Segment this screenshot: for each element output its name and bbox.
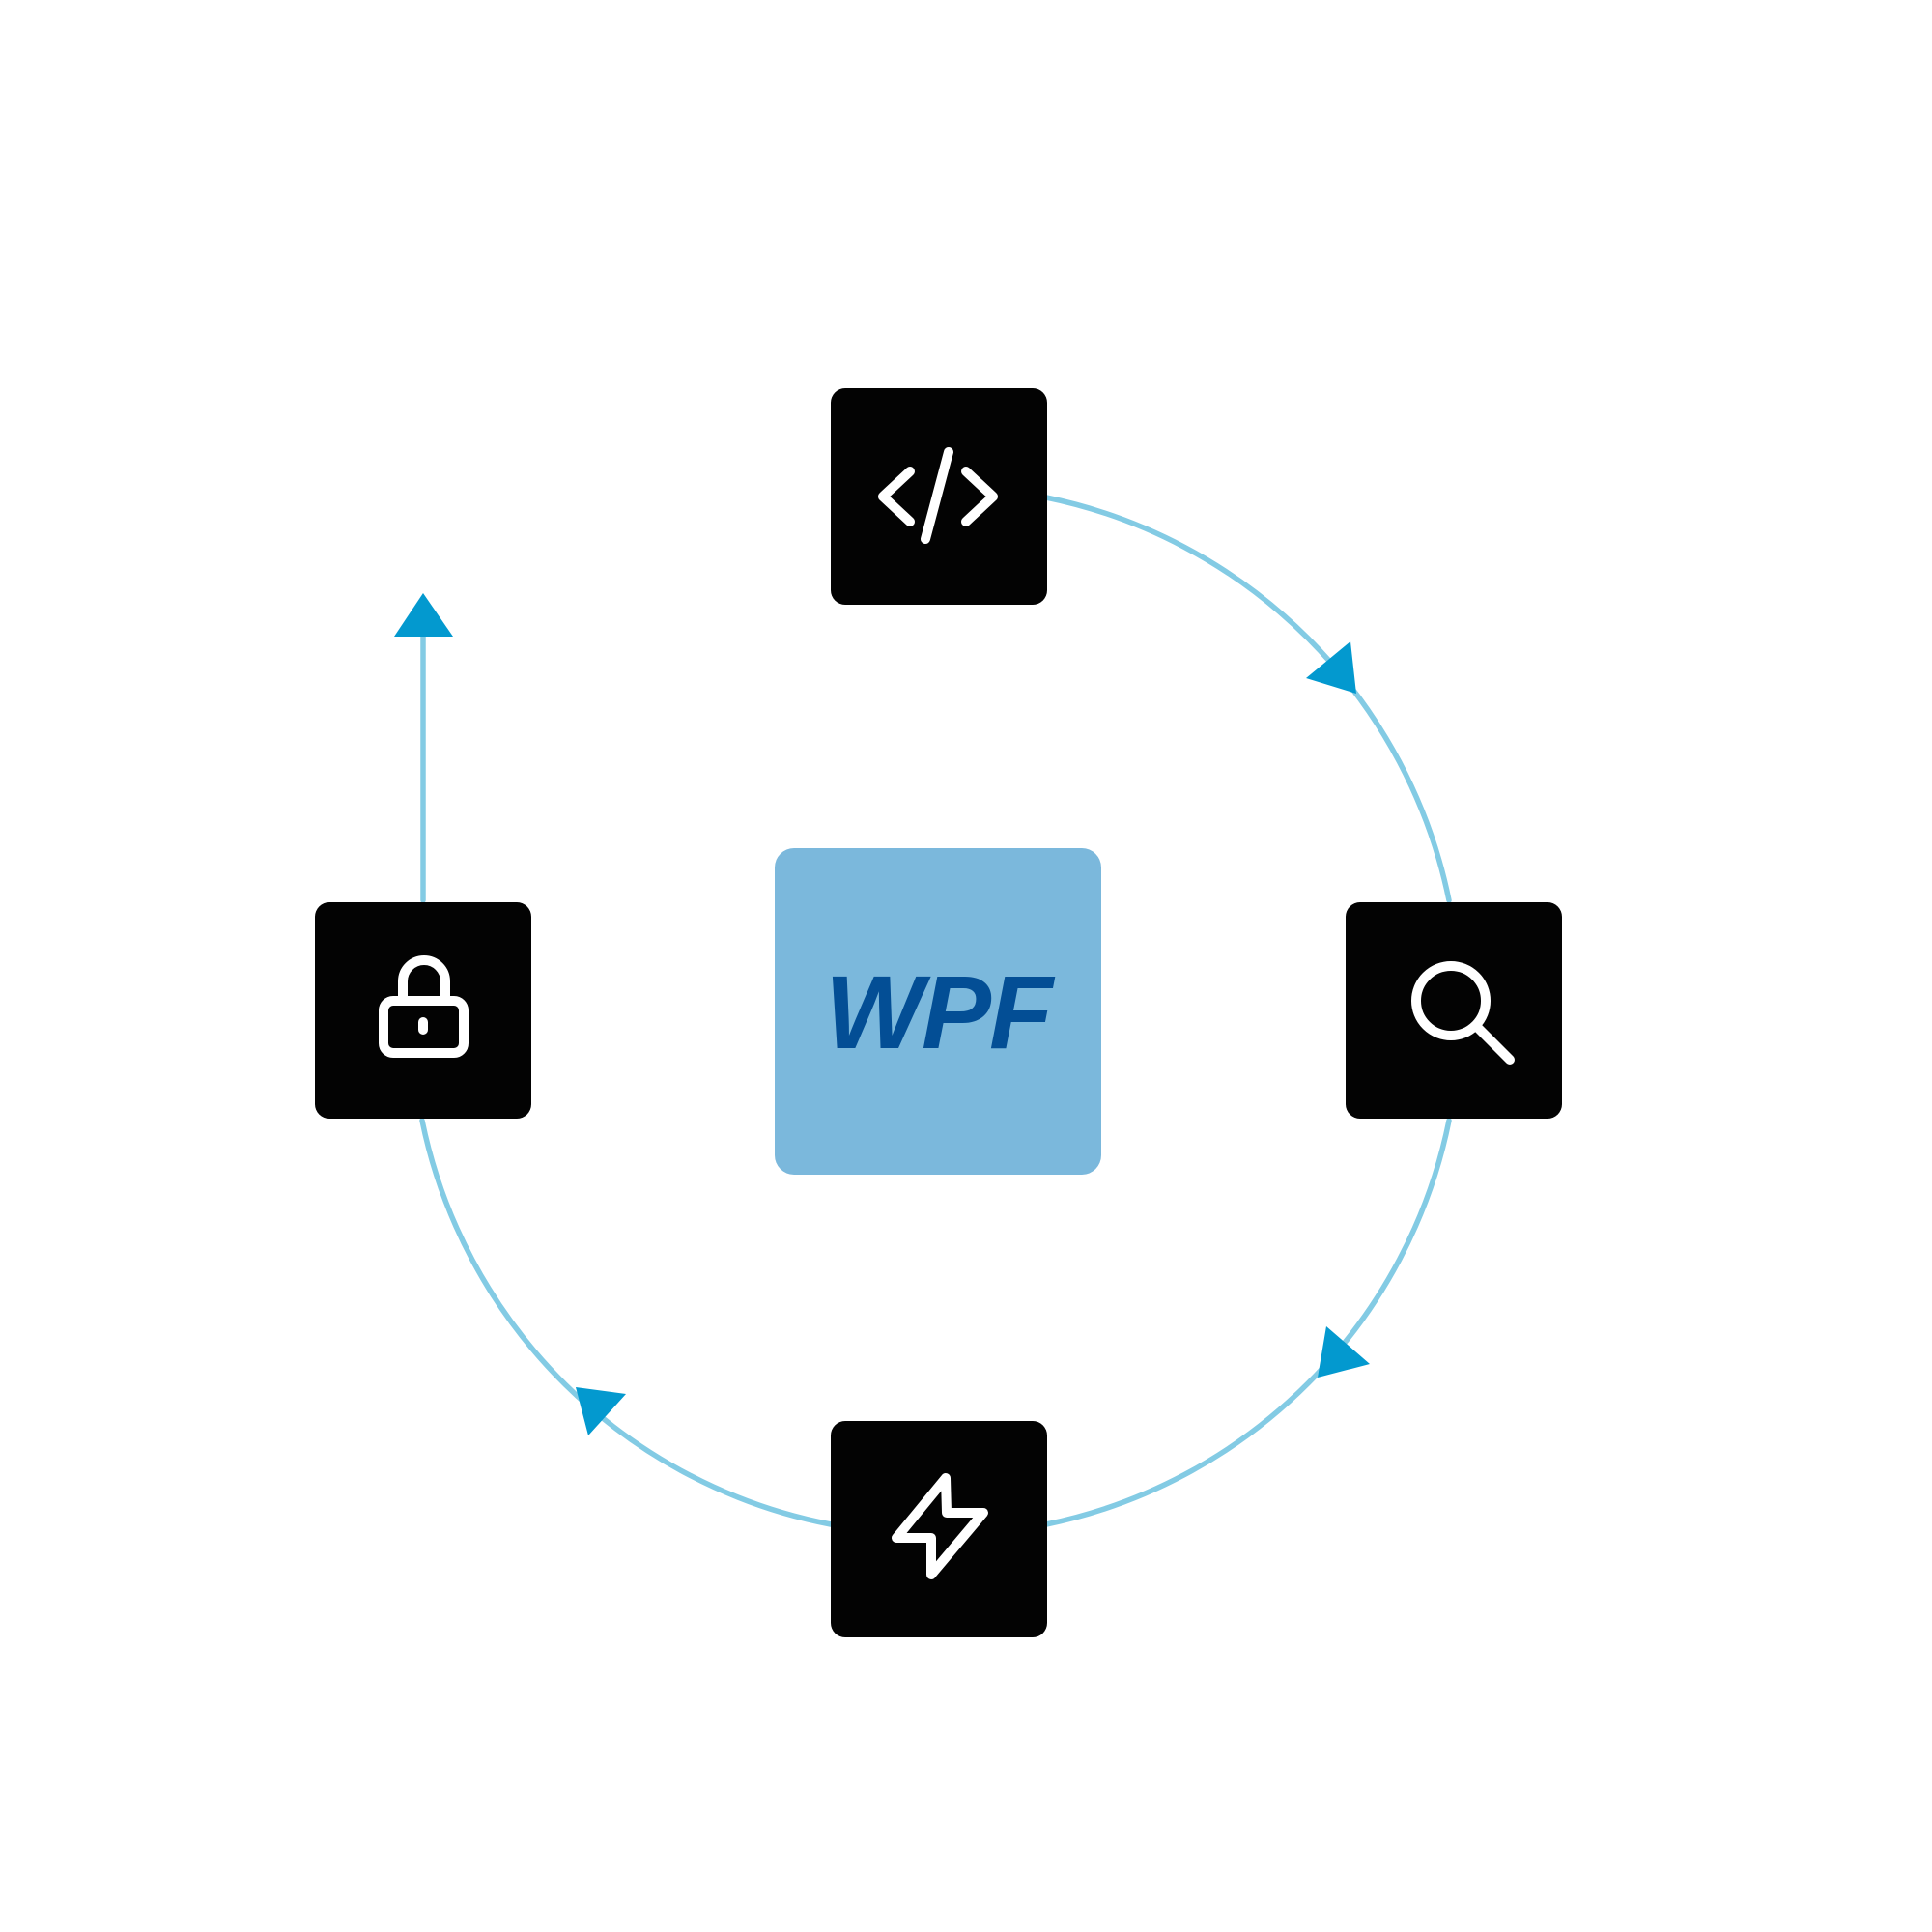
connector-code-to-search: [1043, 495, 1452, 903]
code-brackets-icon: [878, 447, 998, 544]
node-security: [315, 902, 531, 1119]
padlock-icon: [379, 955, 469, 1058]
connector-power-to-security: [419, 1118, 834, 1527]
node-security-box: [315, 902, 531, 1119]
center-box: [775, 848, 1101, 1175]
arrowheads: [394, 593, 1370, 1435]
arrowhead-search-to-power: [1318, 1326, 1370, 1378]
arrowhead-power-to-security: [576, 1387, 626, 1435]
center-label: WPF: [825, 953, 1056, 1070]
magnifying-glass-icon: [1411, 961, 1515, 1065]
node-code: [831, 388, 1047, 605]
node-search-box: [1346, 902, 1562, 1119]
arrowhead-security-up: [394, 593, 453, 637]
node-search: [1346, 902, 1562, 1119]
node-power-box: [831, 1421, 1047, 1637]
node-power: [831, 1421, 1047, 1637]
lightning-bolt-icon: [892, 1473, 988, 1579]
connectors: [419, 495, 1452, 1527]
connector-search-to-power: [1043, 1118, 1452, 1527]
arrowhead-code-to-search: [1306, 641, 1356, 694]
center-node: WPF: [775, 848, 1101, 1175]
